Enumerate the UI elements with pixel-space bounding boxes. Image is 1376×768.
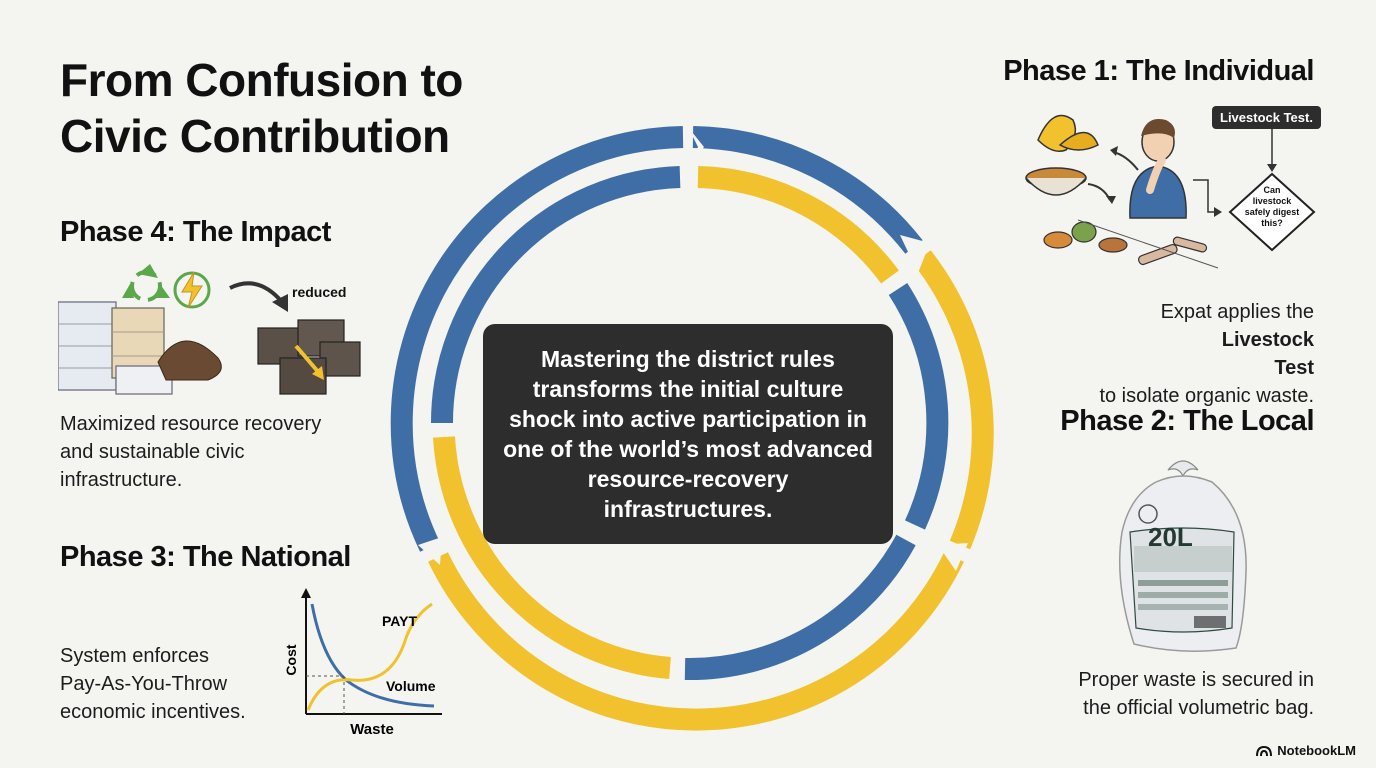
ring-inner-blue-left <box>431 166 681 424</box>
recycle-icon <box>122 264 170 302</box>
ring-inner-blue-right <box>888 283 949 530</box>
decision-line: this? <box>1261 218 1283 228</box>
food-bowl-icon <box>1025 167 1087 196</box>
ring-arrowhead-right <box>900 235 930 273</box>
chart-series-volume: Volume <box>386 678 436 694</box>
center-summary-text: Mastering the district rules transforms … <box>503 344 873 524</box>
phase2-description: Proper waste is secured in the official … <box>1078 666 1314 722</box>
compressed-blocks <box>257 319 361 395</box>
phase3-desc-line: System enforces <box>60 645 209 667</box>
decision-line: safely digest <box>1244 207 1300 217</box>
phase1-illustration <box>1025 114 1316 269</box>
phase3-heading: Phase 3: The National <box>60 541 351 573</box>
center-line: Mastering the district rules <box>541 346 835 372</box>
ring-outer-blue-top-left <box>390 126 684 552</box>
phase1-desc-bold: Livestock <box>1221 329 1314 351</box>
chart-ylabel: Cost <box>283 644 299 675</box>
energy-icon <box>173 271 211 309</box>
title-line-1: From Confusion to <box>60 54 463 106</box>
ring-arrowhead-top <box>688 127 704 167</box>
chart-series-payt: PAYT <box>382 613 417 629</box>
decision-line: livestock <box>1252 196 1292 206</box>
ring-inner-yellow-top <box>697 166 899 284</box>
brand-name: NotebookLM <box>1277 743 1356 758</box>
center-line: infrastructures. <box>603 496 773 522</box>
phase1-desc-bold: Test <box>1274 357 1314 379</box>
banana-peel-icon <box>1037 114 1099 152</box>
phase4-desc-line: infrastructure. <box>60 469 183 491</box>
payt-curve <box>306 602 433 711</box>
reduced-label: reduced <box>292 284 347 300</box>
ring-arrowhead-bottom <box>666 681 688 701</box>
ring-outer-yellow-bottom <box>428 552 964 731</box>
phase4-heading: Phase 4: The Impact <box>60 216 331 248</box>
phase4-desc-line: Maximized resource recovery <box>60 413 322 435</box>
bag-size-label: 20L <box>1148 522 1193 552</box>
phase3-desc-line: Pay-As-You-Throw <box>60 673 228 695</box>
cycle-ring <box>390 126 994 731</box>
chart-xlabel: Waste <box>350 721 394 738</box>
center-line: shock into active participation in <box>509 406 867 432</box>
ring-outer-yellow-right <box>913 250 994 550</box>
ring-inner-yellow-left <box>433 436 671 679</box>
ring-outer-blue-top-right <box>692 126 923 254</box>
phase2-desc-line: the official volumetric bag. <box>1083 697 1314 719</box>
payt-chart: Cost Waste PAYT Volume <box>283 588 442 738</box>
phase4-description: Maximized resource recovery and sustaina… <box>60 410 321 494</box>
center-summary-box: Mastering the district rules transforms … <box>483 324 893 544</box>
brand-mark: NotebookLM <box>1256 743 1356 758</box>
phase1-desc-text: to isolate organic waste. <box>1099 385 1314 407</box>
decision-diamond <box>1228 172 1316 252</box>
phase2-desc-line: Proper waste is secured in <box>1078 669 1314 691</box>
phase2-heading: Phase 2: The Local <box>1060 405 1314 437</box>
phase1-heading: Phase 1: The Individual <box>1003 55 1314 87</box>
person-icon <box>1129 119 1187 219</box>
phase1-description: Expat applies the Livestock Test to isol… <box>1099 298 1314 410</box>
ring-inner-blue-bottom <box>684 534 916 681</box>
decision-question: Can livestock safely digest this? <box>1236 185 1308 229</box>
phase4-illustration <box>58 264 361 395</box>
phase3-desc-line: economic incentives. <box>60 701 246 723</box>
center-line: transforms the initial culture <box>532 376 844 402</box>
food-scraps-icon <box>1043 221 1208 266</box>
title-line-2: Civic Contribution <box>60 110 450 162</box>
material-bales <box>58 301 222 395</box>
center-line: one of the world’s most advanced <box>503 436 873 462</box>
phase1-desc-text: Expat applies the <box>1160 301 1314 323</box>
phase4-desc-line: and sustainable civic <box>60 441 245 463</box>
phase3-description: System enforces Pay-As-You-Throw economi… <box>60 642 246 726</box>
ring-arrowhead-bottom-right <box>938 543 968 571</box>
page-title: From Confusion to Civic Contribution <box>60 52 463 164</box>
livestock-test-flag: Livestock Test. <box>1212 106 1321 129</box>
center-line: resource-recovery <box>587 466 789 492</box>
bag-icon <box>1118 460 1247 652</box>
ring-arrowhead-left <box>418 537 442 565</box>
decision-line: Can <box>1263 185 1281 195</box>
notebooklm-icon <box>1256 745 1273 756</box>
